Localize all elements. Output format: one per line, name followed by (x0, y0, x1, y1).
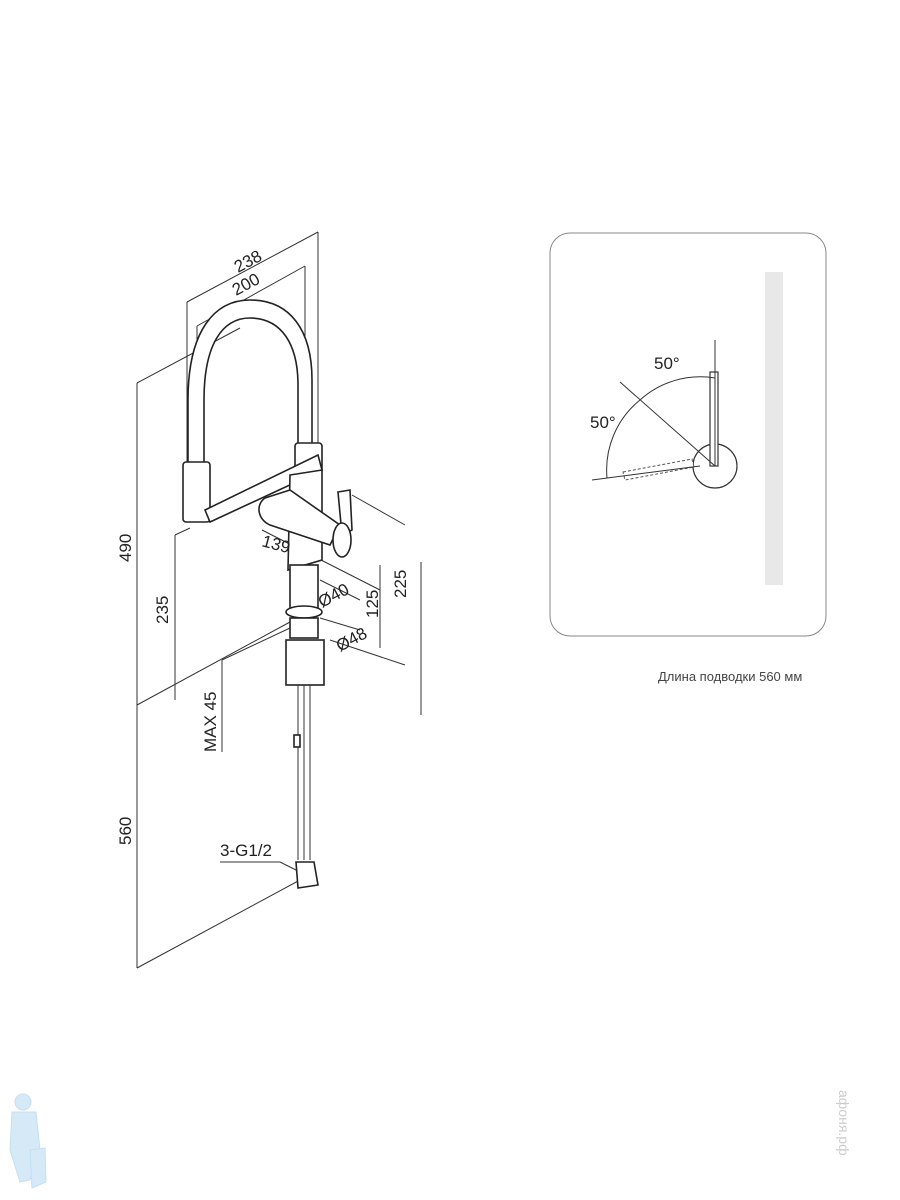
dim-560: 560 (116, 817, 135, 845)
angle-left-label: 50° (590, 413, 616, 432)
dim-d40: Ø40 (315, 580, 352, 612)
angle-top-label: 50° (654, 354, 680, 373)
faucet-body (182, 299, 353, 889)
rotation-panel: 50° 50° (549, 232, 827, 637)
dim-connection: 3-G1/2 (220, 841, 272, 860)
dim-max45: MAX 45 (201, 692, 220, 752)
hose-length-caption: Длина подводки 560 мм (658, 669, 803, 684)
dim-200: 200 (229, 269, 263, 299)
watermark: афоня.рф (836, 1090, 852, 1156)
dim-d48: Ø48 (333, 624, 370, 656)
dim-225: 225 (391, 570, 410, 598)
mascot-logo (9, 1093, 47, 1189)
dim-139: 139 (260, 532, 292, 558)
dim-490: 490 (116, 534, 135, 562)
dim-235: 235 (153, 596, 172, 624)
dim-125: 125 (363, 590, 382, 618)
